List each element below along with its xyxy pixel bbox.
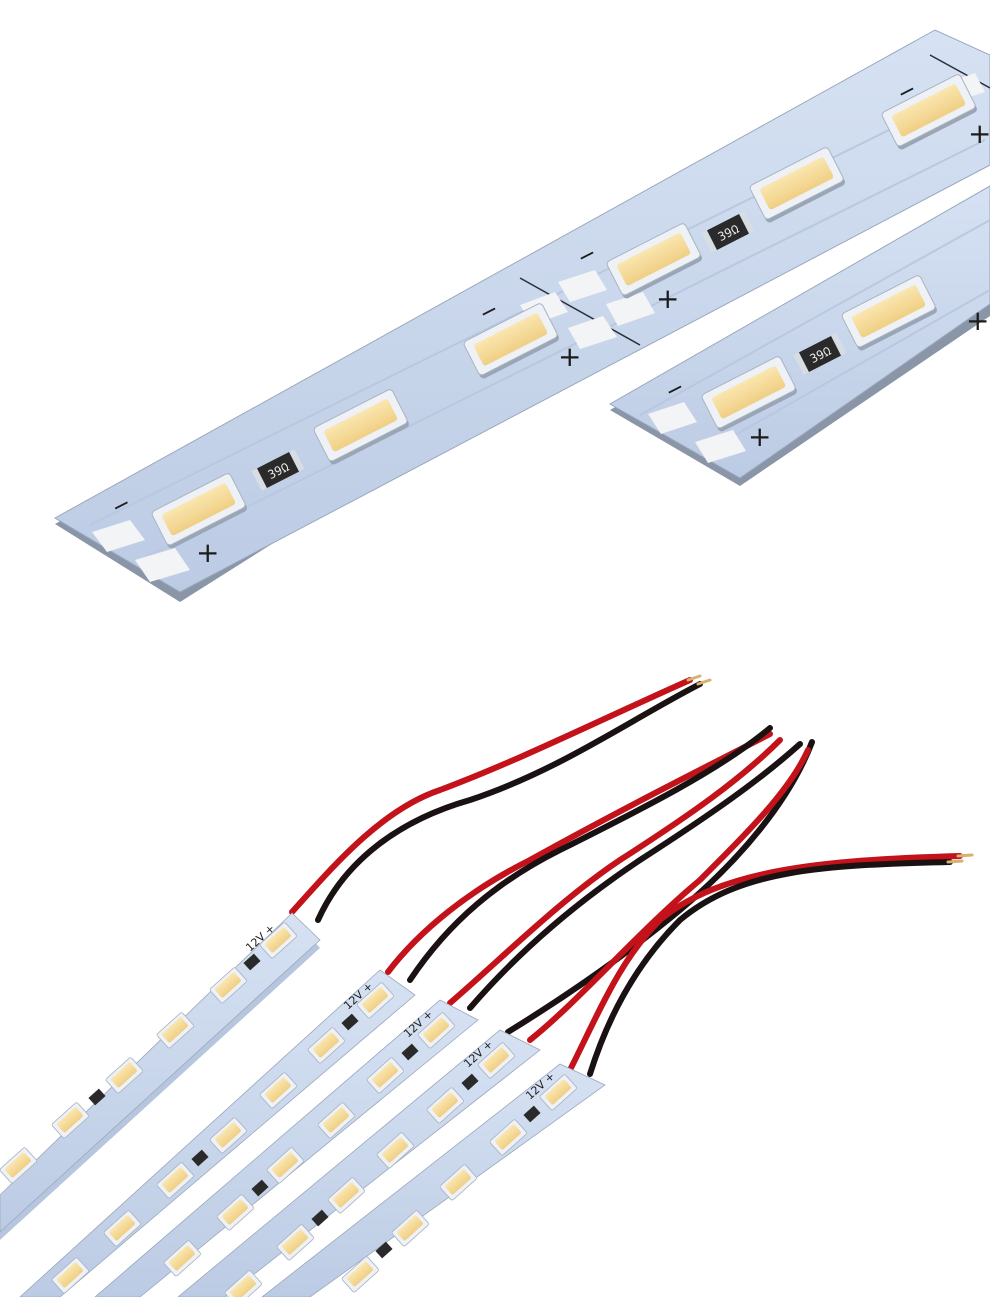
led-strip-wired: 12V + — [0, 912, 321, 1240]
polarity-plus: + — [558, 340, 581, 373]
polarity-plus: + — [196, 536, 219, 569]
top-panel: 39Ω 39Ω − + − + − + − + — [53, 29, 990, 602]
polarity-plus: + — [656, 282, 679, 315]
polarity-plus: + — [966, 304, 989, 337]
polarity-plus: + — [748, 420, 771, 453]
wires — [289, 674, 974, 1077]
led-strip-main: 39Ω 39Ω − + − + − + − + — [53, 29, 990, 602]
bottom-panel: 12V + 12V + 12V + — [0, 674, 974, 1297]
led-strip-short: 39Ω − + + — [608, 185, 990, 486]
polarity-plus: + — [968, 117, 990, 150]
